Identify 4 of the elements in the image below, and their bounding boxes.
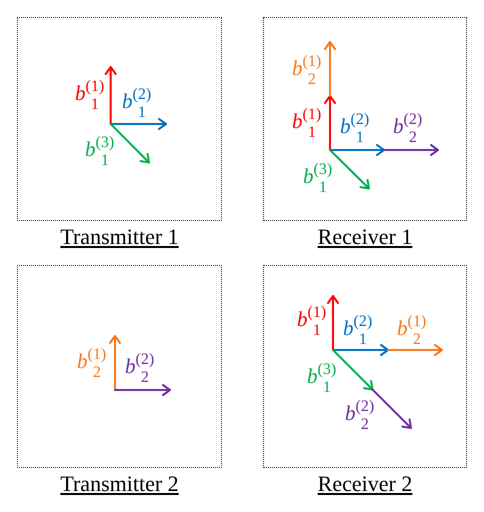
panel-caption: Receiver 2 <box>318 472 412 496</box>
panel-caption: Receiver 1 <box>318 225 412 250</box>
panel-caption: Transmitter 2 <box>60 472 179 496</box>
panel-caption: Transmitter 1 <box>60 225 179 250</box>
